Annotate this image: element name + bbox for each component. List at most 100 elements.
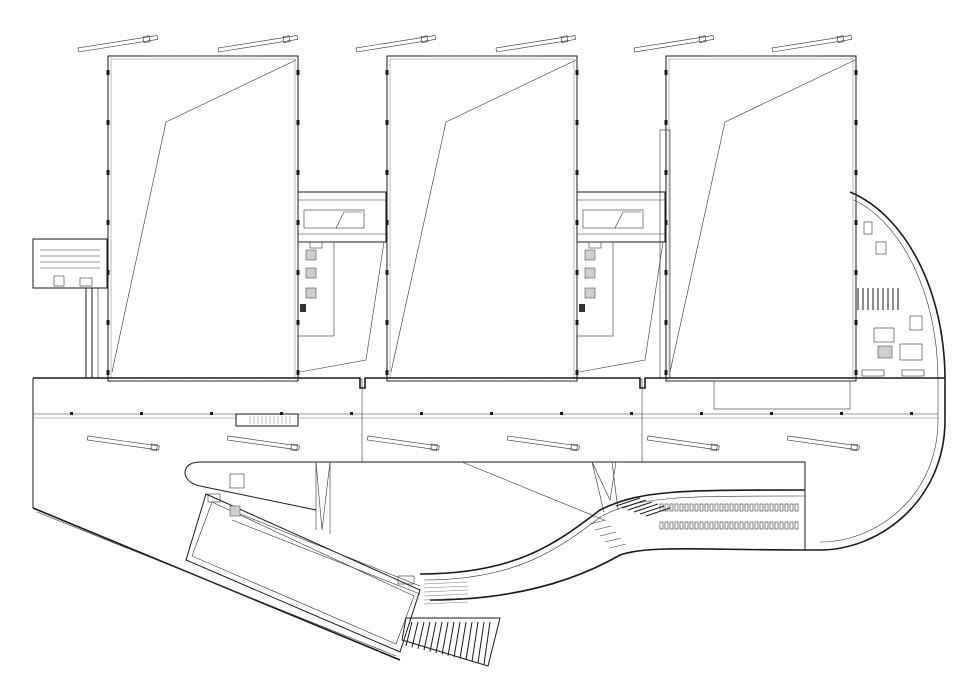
stair-tread: [471, 621, 479, 662]
column-dot: [770, 412, 773, 415]
lane-markers: [87, 435, 860, 452]
seat: [684, 503, 689, 512]
wall-dot: [664, 220, 668, 225]
stair-tread: [483, 621, 491, 665]
wall-dot: [854, 170, 858, 175]
column-dot: [840, 412, 843, 415]
seat: [749, 521, 754, 530]
wall-dot: [106, 370, 110, 375]
seat: [724, 521, 729, 530]
seat-rows: [589, 497, 799, 549]
lane-marker: [227, 435, 300, 452]
seat: [709, 521, 714, 530]
seat: [769, 503, 774, 512]
pier-stripes: [423, 581, 469, 605]
seat-diag: [609, 543, 627, 549]
wall-dot: [664, 70, 668, 75]
seat: [669, 503, 674, 512]
wall-dot: [296, 320, 300, 325]
seat-diag: [589, 519, 607, 525]
wall-dot: [106, 120, 110, 125]
wall-dot: [296, 170, 300, 175]
wall-dot: [385, 220, 389, 225]
wall-dot: [664, 270, 668, 275]
seat: [774, 503, 779, 512]
seat: [749, 503, 754, 512]
stair-tread: [417, 621, 425, 649]
seat: [744, 521, 749, 530]
curved-end-block: [713, 191, 946, 551]
wall-dot: [575, 370, 579, 375]
lane-marker: [507, 435, 580, 452]
seat: [719, 521, 724, 530]
seat: [759, 521, 764, 530]
wall-dot: [575, 270, 579, 275]
stand-marker: [217, 35, 298, 53]
stair-tread: [477, 621, 485, 663]
column-dot: [70, 412, 73, 415]
seat: [694, 521, 699, 530]
seat: [759, 503, 764, 512]
seat: [774, 521, 779, 530]
hangar-1: [107, 55, 299, 382]
seat: [734, 503, 739, 512]
column-dot: [210, 412, 213, 415]
column-dot: [630, 412, 633, 415]
stripe: [423, 589, 469, 593]
wall-dot: [854, 220, 858, 225]
wall-dot: [575, 120, 579, 125]
seat: [714, 503, 719, 512]
wall-dot: [106, 70, 110, 75]
wall-dot: [575, 170, 579, 175]
stair-tread: [429, 621, 437, 652]
column-dot: [700, 412, 703, 415]
wall-dot: [664, 370, 668, 375]
column-dot: [280, 412, 283, 415]
seat: [729, 521, 734, 530]
hangar-2: [386, 55, 578, 382]
stair-tread: [435, 621, 443, 654]
wall-dot: [296, 220, 300, 225]
seat: [664, 521, 669, 530]
seat: [659, 521, 664, 530]
wall-dot: [106, 220, 110, 225]
seat-diag: [627, 501, 653, 511]
column-dots: [70, 70, 913, 415]
lane-marker: [367, 435, 440, 452]
seat: [704, 503, 709, 512]
wall-dot: [854, 320, 858, 325]
seat: [674, 521, 679, 530]
seat: [679, 503, 684, 512]
wall-dot: [854, 370, 858, 375]
wall-dot: [296, 270, 300, 275]
seat: [739, 521, 744, 530]
seat: [669, 521, 674, 530]
stand-marker: [495, 35, 576, 53]
wall-dot: [385, 170, 389, 175]
seat: [724, 503, 729, 512]
column-dot: [350, 412, 353, 415]
seat: [764, 503, 769, 512]
seat: [754, 503, 759, 512]
wall-dot: [385, 370, 389, 375]
wall-dot: [664, 120, 668, 125]
seat-diag: [639, 505, 665, 515]
wall-dot: [575, 220, 579, 225]
wall-dot: [575, 70, 579, 75]
seat: [704, 521, 709, 530]
seat: [769, 521, 774, 530]
main-concourse: [32, 70, 945, 550]
stair-tread: [441, 621, 449, 655]
column-dot: [140, 412, 143, 415]
wall-dot: [106, 320, 110, 325]
stripe: [423, 581, 469, 585]
stand-marker: [355, 35, 436, 53]
seat: [754, 521, 759, 530]
seat: [779, 503, 784, 512]
vehicle-slats: [249, 416, 291, 424]
west-annex: [32, 238, 108, 378]
seat: [694, 503, 699, 512]
stripe: [423, 585, 469, 589]
